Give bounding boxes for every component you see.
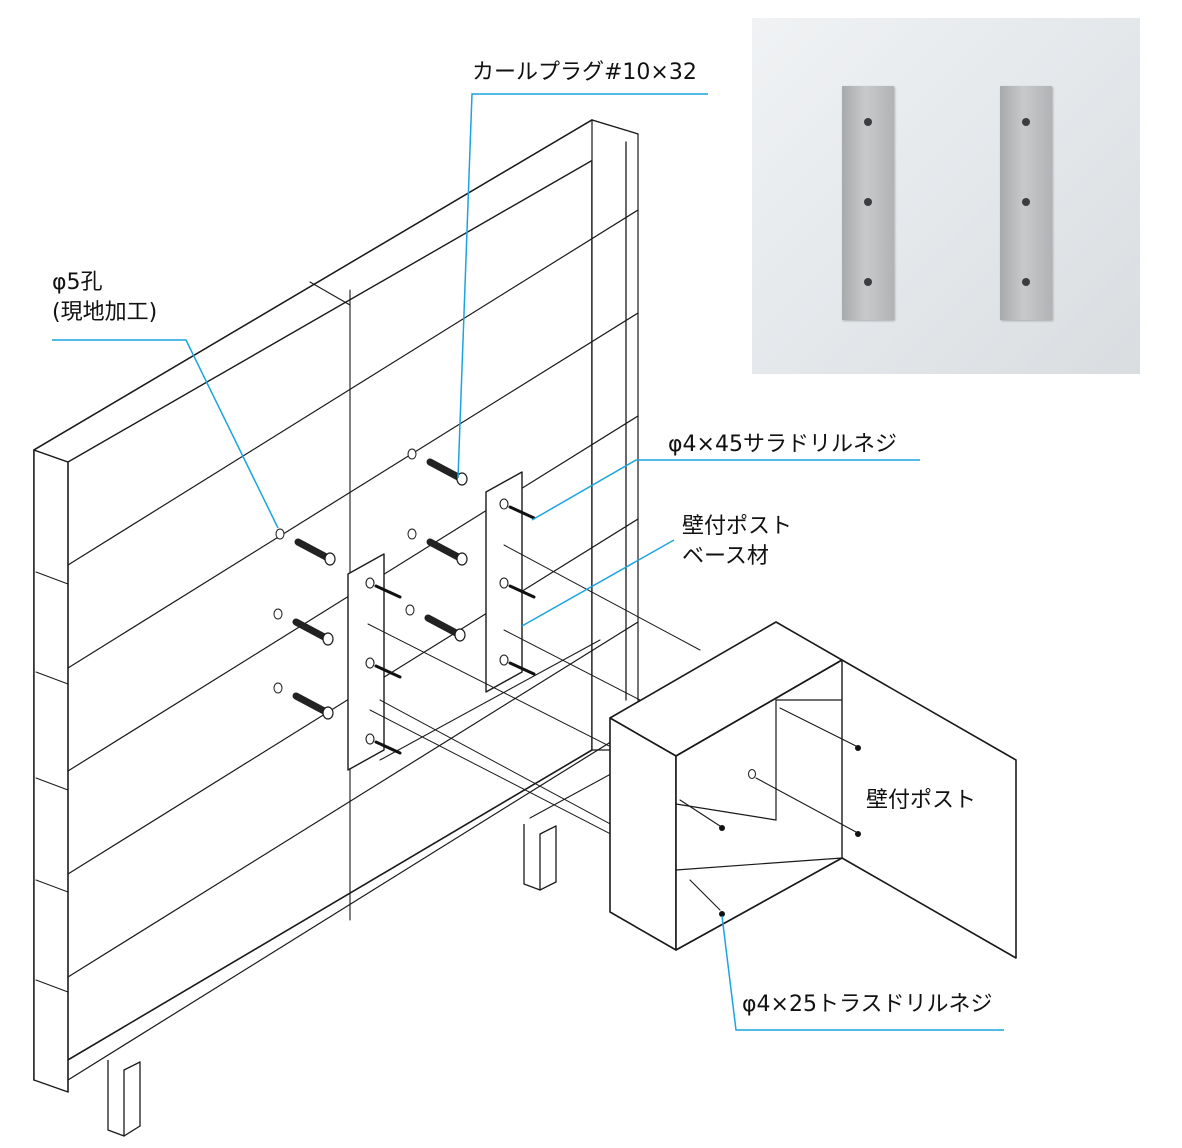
- support-leg-line: [123, 1125, 141, 1137]
- truss-screw: [855, 745, 861, 751]
- label-hole: φ5孔 (現地加工): [52, 268, 157, 328]
- wall-panel-left-edge: [33, 449, 69, 1093]
- drill-hole: [748, 769, 756, 779]
- panel-seam-top: [309, 281, 351, 306]
- wall-plug: [426, 458, 464, 482]
- wall-plug-end: [456, 472, 468, 486]
- label-base: 壁付ポスト ベース材: [682, 512, 792, 572]
- screw-hole: [499, 654, 509, 666]
- screw-hole: [365, 577, 375, 589]
- drill-screw: [508, 505, 536, 520]
- label-hole-line1: φ5孔: [52, 270, 103, 295]
- drill-hole: [405, 604, 415, 616]
- wall-plug-end: [322, 706, 334, 720]
- wall-plug-end: [456, 552, 468, 566]
- wall-plug: [292, 618, 330, 642]
- post-screw-line: [779, 707, 857, 747]
- plate-hole: [864, 278, 872, 286]
- label-plug: カールプラグ#10×32: [472, 60, 697, 85]
- label-base-line2: ベース材: [682, 544, 769, 569]
- support-leg-line: [539, 825, 557, 835]
- plate-hole: [864, 198, 872, 206]
- post-screw-line: [755, 777, 857, 833]
- wall-plug-end: [324, 552, 336, 566]
- post-screw-line: [689, 879, 721, 911]
- panel-edge-seam: [35, 979, 69, 993]
- post-left-face: [609, 717, 677, 951]
- label-post: 壁付ポスト: [866, 788, 977, 813]
- post-screw-line: [679, 799, 721, 827]
- plate-hole: [1022, 278, 1030, 286]
- projection-line: [503, 544, 701, 651]
- drill-screw: [374, 584, 402, 599]
- screw-hole: [365, 657, 375, 669]
- support-leg-left: [107, 1060, 125, 1137]
- drill-screw: [508, 661, 536, 676]
- drill-hole: [273, 682, 283, 694]
- truss-screw: [719, 911, 725, 917]
- board-seam-line: [67, 724, 639, 1081]
- screw-hole: [499, 498, 509, 510]
- label-base-line1: 壁付ポスト: [682, 514, 793, 539]
- drill-hole: [273, 608, 283, 620]
- panel-edge-seam: [35, 671, 69, 685]
- wall-plug: [292, 692, 330, 716]
- leader-truss-screw: [721, 915, 1004, 1031]
- wall-plug: [424, 614, 462, 638]
- plate-hole: [864, 118, 872, 126]
- label-hole-line2: (現地加工): [52, 300, 158, 325]
- base-plate-left: [842, 86, 894, 320]
- leader-sara-screw: [531, 459, 920, 521]
- drill-screw: [374, 740, 402, 755]
- support-leg-line: [123, 1061, 141, 1071]
- screw-hole: [365, 733, 375, 745]
- post-inner-edge: [675, 857, 843, 871]
- wall-plug-end: [454, 628, 466, 642]
- support-leg-line: [539, 881, 557, 891]
- drill-hole: [407, 528, 417, 540]
- label-sara-screw: φ4×45サラドリルネジ: [668, 432, 897, 457]
- drill-hole: [407, 448, 417, 460]
- leader-hole: [52, 339, 279, 529]
- drill-screw: [508, 584, 536, 599]
- panel-edge-seam: [35, 571, 69, 585]
- truss-screw: [719, 825, 725, 831]
- leader-base: [521, 539, 675, 627]
- panel-edge-seam: [35, 777, 69, 791]
- post-inner-frame: [675, 659, 843, 951]
- board-seam-line: [67, 621, 639, 978]
- wall-plug-end: [322, 632, 334, 646]
- plate-hole: [1022, 118, 1030, 126]
- projection-line: [379, 699, 641, 841]
- support-leg-right: [523, 824, 541, 891]
- drill-hole: [275, 528, 285, 540]
- panel-edge-seam: [35, 879, 69, 893]
- product-photo: [752, 18, 1140, 374]
- truss-screw: [855, 831, 861, 837]
- wall-plug: [294, 538, 332, 562]
- post-inner-edge: [675, 803, 777, 821]
- plate-hole: [1022, 198, 1030, 206]
- drill-screw: [374, 664, 402, 679]
- screw-hole: [499, 577, 509, 589]
- board-seam-line: [67, 312, 639, 669]
- base-plate-right: [1000, 86, 1052, 320]
- leader-plug: [457, 93, 708, 479]
- label-truss-screw: φ4×25トラスドリルネジ: [742, 992, 993, 1017]
- projection-line: [503, 629, 641, 701]
- wall-plug: [426, 538, 464, 562]
- board-seam-line: [67, 209, 639, 566]
